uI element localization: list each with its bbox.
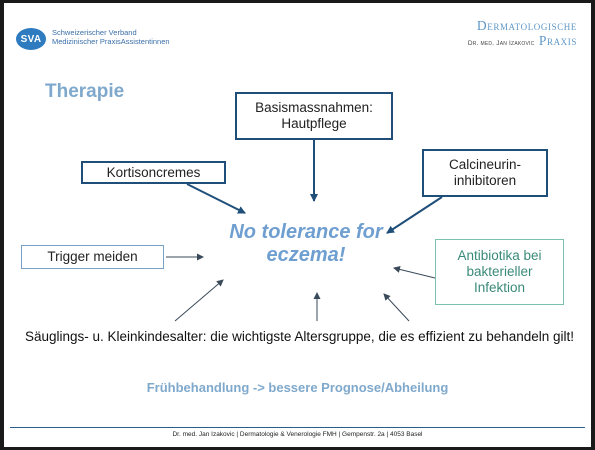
box-trigger-meiden: Trigger meiden bbox=[21, 245, 164, 269]
box-antibio-line-3: Infektion bbox=[473, 280, 526, 295]
main-statement: Säuglings- u. Kleinkindesalter: die wich… bbox=[24, 329, 575, 344]
box-kortison-label: Kortisoncremes bbox=[106, 164, 201, 180]
box-antibio-line-2: bakterieller bbox=[466, 264, 533, 279]
arrow-calci bbox=[386, 196, 443, 234]
sva-logo: SVA bbox=[16, 28, 46, 50]
arrow-kortison bbox=[186, 183, 246, 214]
center-line-1: No tolerance for bbox=[229, 221, 383, 243]
org-line-2: Medizinischer PraxisAssistentinnen bbox=[52, 37, 170, 46]
arrow-antibio bbox=[393, 266, 436, 279]
slide: SVA Schweizerischer Verband Medizinische… bbox=[4, 3, 591, 447]
footer-text: Dr. med. Jan Izakovic | Dermatologie & V… bbox=[172, 431, 423, 438]
box-antibio-line-1: Antibiotika bei bbox=[457, 248, 542, 263]
practice-line-2: Praxis bbox=[538, 32, 577, 48]
slide-title: Therapie bbox=[45, 81, 125, 102]
arrow-bottom-left bbox=[174, 279, 224, 322]
practice-logo: Dermatologische Dr. med. Jan Izakovic Pr… bbox=[468, 19, 577, 49]
center-line-2: eczema! bbox=[266, 244, 346, 266]
sub-statement: Frühbehandlung -> bessere Prognose/Abhei… bbox=[146, 380, 449, 395]
box-trigger-label: Trigger meiden bbox=[47, 249, 138, 264]
box-basismassnahmen: Basismassnahmen: Hautpflege bbox=[235, 92, 393, 140]
organization-name: Schweizerischer Verband Medizinischer Pr… bbox=[52, 28, 170, 46]
arrow-diagram bbox=[166, 140, 443, 322]
box-basis-line-2: Hautpflege bbox=[281, 116, 347, 131]
footer-divider bbox=[10, 427, 585, 428]
box-kortisoncremes: Kortisoncremes bbox=[81, 161, 226, 184]
box-antibiotika: Antibiotika bei bakterieller Infektion bbox=[435, 239, 564, 305]
org-line-1: Schweizerischer Verband bbox=[52, 28, 137, 37]
box-calci-line-1: Calcineurin- bbox=[448, 157, 522, 172]
box-basis-line-1: Basismassnahmen: bbox=[255, 100, 373, 115]
box-calci-line-2: inhibitoren bbox=[453, 173, 517, 188]
box-calcineurin: Calcineurin- inhibitoren bbox=[422, 149, 548, 197]
center-slogan: No tolerance for eczema! bbox=[204, 221, 408, 267]
arrow-bottom-right bbox=[383, 293, 410, 322]
practice-owner: Dr. med. Jan Izakovic bbox=[467, 39, 535, 47]
practice-line-1: Dermatologische bbox=[476, 18, 577, 33]
sva-logo-text: SVA bbox=[20, 33, 42, 45]
